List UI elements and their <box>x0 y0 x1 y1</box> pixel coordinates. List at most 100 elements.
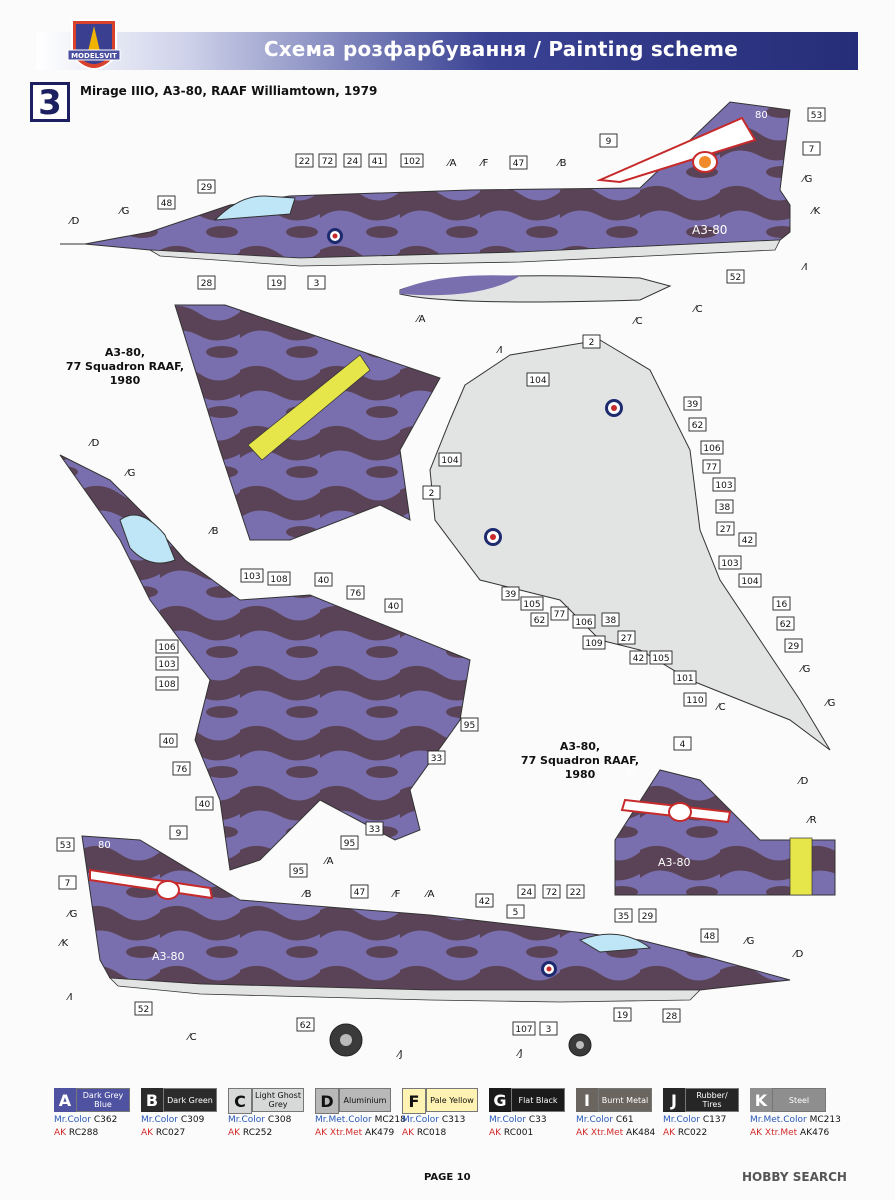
svg-text:53: 53 <box>811 111 822 121</box>
callout-bottom_view-7: 77 <box>702 459 721 474</box>
svg-text:22: 22 <box>570 888 581 898</box>
legend-ak-code: AK RC252 <box>228 1128 273 1138</box>
svg-text:28: 28 <box>666 1012 678 1022</box>
callout-side_top-6: 9 <box>599 133 618 148</box>
legend-letter: G <box>489 1088 511 1112</box>
callout-bottom_view-6: 106 <box>700 440 724 455</box>
svg-text:39: 39 <box>505 590 517 600</box>
legend-letter: I <box>576 1088 598 1112</box>
header-banner: Схема розфарбування / Painting scheme <box>36 32 858 70</box>
tail-number-bottom: 80 <box>98 840 111 851</box>
svg-text:110: 110 <box>686 696 703 706</box>
svg-text:101: 101 <box>676 674 693 684</box>
callout-side_bottom-3: 47 <box>350 884 369 899</box>
svg-text:42: 42 <box>479 897 490 907</box>
svg-text:7: 7 <box>65 879 71 889</box>
svg-text:19: 19 <box>271 279 283 289</box>
callout-top_view-2: 40 <box>314 572 333 587</box>
svg-text:33: 33 <box>369 825 380 835</box>
svg-text:103: 103 <box>243 572 260 582</box>
callout-side_bottom-13: 62 <box>296 1017 315 1032</box>
callout-bottom_view-27: 101 <box>673 670 697 685</box>
svg-text:41: 41 <box>372 157 383 167</box>
paint-ref-side_bottom-2: ⁄A <box>424 889 435 900</box>
callout-bottom_view-5: 62 <box>688 417 707 432</box>
paint-ref-side_top-1: ⁄F <box>479 158 489 169</box>
legend-color-name: Pale Yellow <box>426 1088 478 1112</box>
svg-text:7: 7 <box>809 145 815 155</box>
svg-text:40: 40 <box>388 602 400 612</box>
paint-ref-side_bottom-9: ⁄G <box>743 936 754 947</box>
svg-text:40: 40 <box>318 576 330 586</box>
svg-text:3: 3 <box>314 279 320 289</box>
paint-ref-side_top-3: ⁄G <box>801 174 812 185</box>
paint-ref-side_bottom-7: ⁄J <box>396 1049 403 1060</box>
svg-text:27: 27 <box>720 525 731 535</box>
callout-top_view-4: 40 <box>384 598 403 613</box>
svg-text:16: 16 <box>776 600 788 610</box>
callout-bottom_view-3: 2 <box>422 485 441 500</box>
tail-serial: A3-80 <box>658 856 691 869</box>
callout-bottom_view-23: 105 <box>649 650 673 665</box>
callout-bottom_view-8: 103 <box>712 477 736 492</box>
callout-side_bottom-10: 29 <box>638 908 657 923</box>
callout-bottom_view-17: 77 <box>550 606 569 621</box>
callout-side_top-8: 7 <box>802 141 821 156</box>
svg-text:76: 76 <box>350 589 362 599</box>
callout-side_top-9: 48 <box>157 195 176 210</box>
callout-side_top-5: 47 <box>509 155 528 170</box>
svg-text:103: 103 <box>158 660 175 670</box>
scheme-number: 3 <box>38 83 62 123</box>
paint-ref-side_top-4: ⁄K <box>810 206 821 217</box>
legend-color-name: Burnt Metal <box>598 1088 652 1112</box>
callout-top_view-9: 76 <box>172 761 191 776</box>
callout-side_bottom-14: 107 <box>512 1021 536 1036</box>
callout-bottom_view-0: 2 <box>582 334 601 349</box>
callout-side_bottom-11: 48 <box>700 928 719 943</box>
svg-text:4: 4 <box>680 740 686 750</box>
callout-side_bottom-0: 53 <box>56 837 75 852</box>
paint-ref-side_top-8: ⁄C <box>692 304 703 315</box>
svg-text:52: 52 <box>730 273 741 283</box>
legend-mr-code: Mr.Color C137 <box>663 1115 727 1125</box>
svg-text:35: 35 <box>618 912 629 922</box>
svg-text:39: 39 <box>687 400 699 410</box>
paint-ref-side_bottom-10: ⁄D <box>792 949 804 960</box>
side-view-top: A3-80 80 <box>60 101 791 303</box>
callout-bottom_view-21: 27 <box>617 630 636 645</box>
callout-side_bottom-12: 52 <box>134 1001 153 1016</box>
svg-text:109: 109 <box>585 639 602 649</box>
callout-side_bottom-4: 42 <box>475 893 494 908</box>
svg-text:29: 29 <box>788 642 800 652</box>
legend-mr-code: Mr.Color C308 <box>228 1115 292 1125</box>
paint-ref-bottom_view-2: ⁄G <box>824 698 835 709</box>
svg-text:104: 104 <box>441 456 458 466</box>
page-number: PAGE 10 <box>424 1172 471 1183</box>
svg-text:103: 103 <box>721 559 738 569</box>
side-serial-top: A3-80 <box>692 223 727 237</box>
legend-ak-code: AK RC288 <box>54 1128 99 1138</box>
paint-ref-bottom_view-1: ⁄G <box>799 664 810 675</box>
svg-text:28: 28 <box>201 279 213 289</box>
paint-ref-side_top-5: ⁄I <box>801 262 808 273</box>
callout-side_bottom-1: 9 <box>169 825 188 840</box>
legend-letter: B <box>141 1088 163 1112</box>
callout-side_bottom-2: 7 <box>58 875 77 890</box>
svg-text:106: 106 <box>703 444 720 454</box>
svg-text:76: 76 <box>176 765 188 775</box>
paint-ref-side_bottom-8: ⁄J <box>516 1048 523 1059</box>
paint-ref-bottom_view-0: ⁄I <box>496 345 503 356</box>
svg-text:102: 102 <box>403 157 420 167</box>
svg-text:52: 52 <box>138 1005 149 1015</box>
callout-side_bottom-7: 72 <box>542 884 561 899</box>
callout-top_view-13: 95 <box>340 835 359 850</box>
svg-text:27: 27 <box>621 634 632 644</box>
